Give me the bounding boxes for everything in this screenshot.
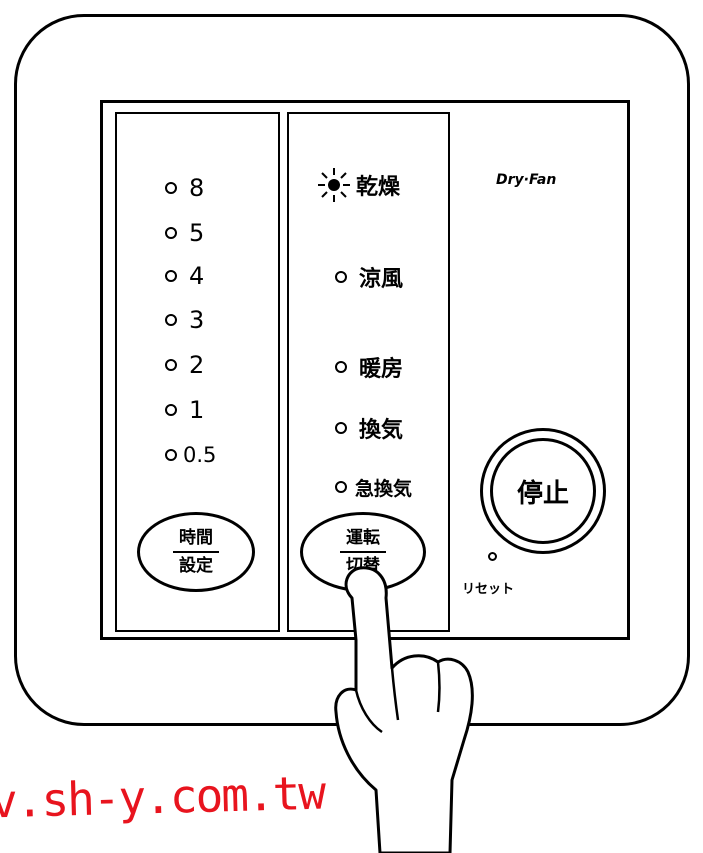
mode-option: 換気: [335, 413, 403, 443]
led-off-icon: [335, 481, 347, 493]
timer-option: 0.5: [165, 440, 216, 470]
led-off-icon: [165, 404, 177, 416]
timer-option: 2: [165, 350, 204, 380]
timer-option: 1: [165, 395, 204, 425]
brand-logo: Dry·Fan: [496, 172, 557, 188]
timer-column: [115, 112, 280, 632]
sun-lit-led-icon: [318, 168, 350, 202]
led-off-icon: [165, 314, 177, 326]
led-off-icon: [165, 449, 177, 461]
divider: [173, 551, 219, 553]
reset-button[interactable]: [488, 552, 497, 561]
mode-option-active: 乾燥: [318, 168, 400, 202]
led-off-icon: [335, 422, 347, 434]
timer-option: 4: [165, 261, 204, 291]
led-off-icon: [165, 359, 177, 371]
reset-label: リセット: [462, 582, 515, 597]
stop-button[interactable]: 停止: [490, 438, 596, 544]
led-off-icon: [165, 227, 177, 239]
mode-option: 涼風: [335, 262, 403, 292]
mode-option: 急換気: [335, 472, 412, 502]
divider: [340, 551, 386, 553]
led-off-icon: [335, 361, 347, 373]
timer-set-button[interactable]: 時間 設定: [137, 512, 255, 592]
led-off-icon: [335, 271, 347, 283]
timer-option: 5: [165, 218, 204, 248]
timer-option: 3: [165, 305, 204, 335]
led-off-icon: [165, 270, 177, 282]
watermark: v.sh-y.com.tw: [0, 765, 325, 829]
mode-option: 暖房: [335, 352, 403, 382]
timer-option: 8: [165, 173, 204, 203]
led-off-icon: [165, 182, 177, 194]
